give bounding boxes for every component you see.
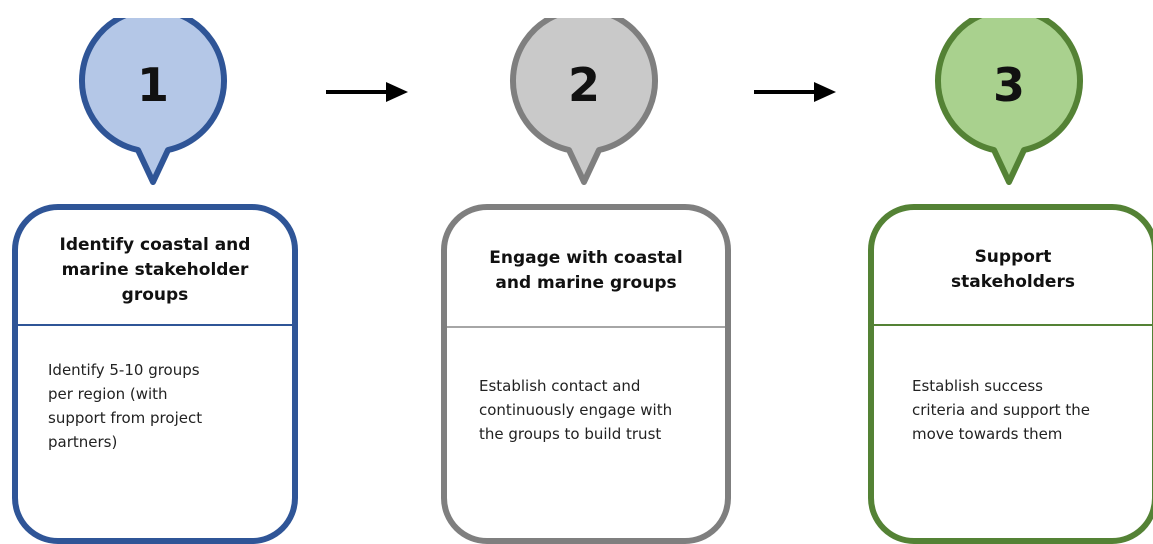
- step-3-title: Support stakeholders: [951, 247, 1075, 292]
- step-3-card-header: Support stakeholders: [874, 210, 1152, 324]
- step-3: 3 Support stakeholders Establish success…: [862, 0, 1153, 544]
- step-1-title: Identify coastal and marine stakeholder …: [59, 234, 251, 305]
- right-arrow-icon: [326, 82, 408, 102]
- step-1-number: 1: [136, 58, 169, 112]
- step-3-number: 3: [992, 58, 1025, 112]
- step-2-divider: [447, 326, 725, 328]
- arrow-1-to-2: [326, 82, 408, 102]
- step-1-card: Identify coastal and marine stakeholder …: [12, 204, 298, 544]
- step-3-card: Support stakeholders Establish success c…: [868, 204, 1153, 544]
- arrow-2-to-3: [754, 82, 836, 102]
- step-1-divider: [18, 324, 292, 326]
- step-3-description: Establish success criteria and support t…: [912, 377, 1090, 443]
- right-arrow-icon: [754, 82, 836, 102]
- step-1: 1 Identify coastal and marine stakeholde…: [0, 0, 300, 544]
- step-3-divider: [874, 324, 1152, 326]
- step-1-card-header: Identify coastal and marine stakeholder …: [18, 210, 292, 324]
- step-1-description: Identify 5-10 groups per region (with su…: [48, 361, 203, 451]
- step-1-pin-marker: 1: [78, 18, 228, 188]
- step-2-pin-marker: 2: [509, 18, 659, 188]
- step-3-pin-marker: 3: [934, 18, 1084, 188]
- step-1-pin-icon: [79, 18, 227, 185]
- step-2-card: Engage with coastal and marine groups Es…: [441, 204, 731, 544]
- step-2: 2 Engage with coastal and marine groups …: [435, 0, 735, 544]
- step-3-pin-icon: [935, 18, 1083, 185]
- step-2-pin-icon: [510, 18, 658, 185]
- step-2-title: Engage with coastal and marine groups: [489, 248, 683, 293]
- step-2-number: 2: [567, 58, 600, 112]
- step-2-card-header: Engage with coastal and marine groups: [447, 210, 725, 326]
- step-2-description: Establish contact and continuously engag…: [479, 377, 673, 443]
